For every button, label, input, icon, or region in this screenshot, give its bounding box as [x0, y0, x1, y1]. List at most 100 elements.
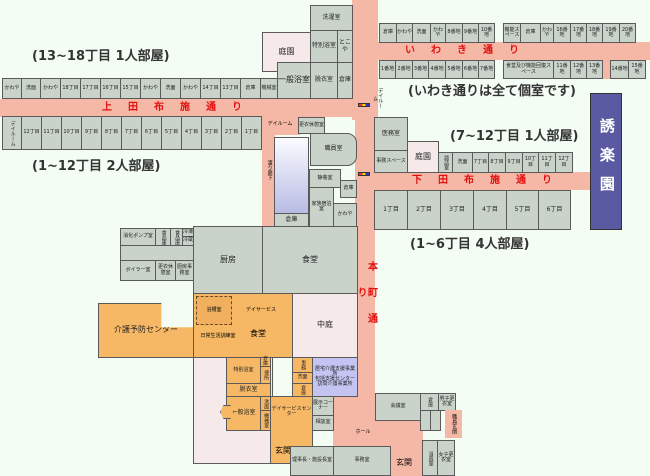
room: 洗面	[21, 78, 41, 99]
building-yurakuen: 誘楽園	[590, 93, 622, 230]
room: 11丁目	[538, 152, 556, 173]
room: 家族宿泊室	[309, 187, 334, 227]
room: 倉庫	[420, 393, 439, 411]
room: 1丁目	[241, 116, 262, 150]
room: 12丁目	[21, 116, 42, 150]
note-1-12: (1~12丁目 2人部屋)	[32, 159, 161, 174]
room: 倉庫	[240, 78, 261, 99]
room: 特別浴室	[226, 357, 261, 384]
room: 14番地	[610, 60, 629, 79]
street-honmachi: 本町通り	[355, 261, 377, 339]
label: 訪問介護事業所	[317, 381, 353, 388]
toilet-sign-icon	[358, 172, 370, 176]
room: 15丁目	[120, 78, 141, 99]
staff-entrance: 職員玄関	[445, 410, 462, 438]
corridor-iwaki	[376, 42, 650, 60]
toilet-icon	[430, 410, 441, 431]
room: 事務スペース	[374, 150, 408, 173]
room: かわや	[333, 203, 357, 227]
care-offices: 居宅介護支援事業所 包括支援センター 訪問介護事業所	[312, 357, 358, 397]
room: 更衣休憩室	[155, 260, 176, 281]
room: 1丁目	[374, 190, 408, 230]
room: かわや	[180, 78, 201, 99]
room: 洗濯室	[310, 5, 353, 31]
room: 7丁目	[472, 152, 489, 173]
corridor-north	[352, 0, 378, 120]
room: 女子更衣室	[437, 440, 455, 476]
room: 職員室	[310, 133, 357, 166]
room: 18丁目	[60, 78, 81, 99]
room: かわや	[140, 78, 161, 99]
room: 2丁目	[221, 116, 242, 150]
corridor-label: 渡り廊下	[266, 160, 273, 180]
room: 5丁目	[506, 190, 539, 230]
room: 厨房事務室	[175, 260, 194, 281]
room: 19番地	[602, 23, 620, 43]
room: 倉庫	[274, 213, 309, 227]
room: 14丁目	[200, 78, 221, 99]
label: 日常生活訓練室	[200, 333, 236, 340]
room: 2丁目	[407, 190, 441, 230]
room: 相談室	[312, 415, 334, 431]
corridor-gap	[603, 60, 611, 79]
room: 8丁目	[488, 152, 506, 173]
room: 6丁目	[538, 190, 571, 230]
room: 17番地	[570, 23, 587, 43]
room: 厨房	[193, 226, 263, 294]
room: 9番地	[462, 23, 479, 43]
room: 12番地	[570, 60, 587, 79]
room: 15番地	[628, 60, 646, 79]
room: 4丁目	[181, 116, 202, 150]
room: 洗面	[412, 23, 431, 43]
room: 食堂及び機能回復スペース	[503, 60, 554, 79]
dayroom-label: デイルーム	[267, 121, 293, 128]
room: かわや	[2, 78, 22, 99]
room: とこや	[337, 30, 353, 63]
street-shimotabuse: 下田布施通り	[412, 174, 568, 186]
label: デイサービス	[245, 307, 276, 314]
room: 男子更衣室	[438, 393, 456, 411]
toilet-sign-icon	[358, 103, 370, 107]
room: 談話室	[438, 152, 453, 173]
room: 9丁目	[505, 152, 523, 173]
corridor-kamitabuse	[0, 99, 372, 117]
street-kamitabuse: 上田布施通り	[102, 101, 258, 113]
room: 倉庫	[337, 62, 353, 99]
room: 倉庫	[520, 23, 541, 43]
room: 3番地	[412, 60, 429, 79]
label: 食堂	[250, 328, 266, 338]
room: 1番地	[379, 60, 396, 79]
room: 一般浴室	[277, 62, 311, 99]
room: 17丁目	[80, 78, 101, 99]
room: 静養室	[309, 169, 341, 188]
room: かわや	[40, 78, 61, 99]
corridor-bridge	[262, 117, 275, 227]
courtyard: 中庭	[292, 293, 358, 358]
kitchen-corridor	[120, 245, 194, 261]
garden: 庭園	[407, 141, 439, 173]
room: 展示コーナー	[312, 396, 334, 416]
room: 3丁目	[440, 190, 474, 230]
room: 脱衣室	[226, 383, 271, 397]
room: 12丁目	[555, 152, 573, 173]
room: 医務室	[374, 117, 408, 151]
room: 6丁目	[141, 116, 162, 150]
room: 9丁目	[81, 116, 102, 150]
room: 16番地	[553, 23, 571, 43]
room: 7丁目	[121, 116, 142, 150]
room: 倉庫	[292, 383, 313, 397]
room: 10丁目	[61, 116, 82, 150]
skylight	[274, 137, 309, 214]
room: 4丁目	[473, 190, 507, 230]
room: 6番地	[462, 60, 479, 79]
room: 脱衣室	[310, 62, 338, 99]
room: 13番地	[586, 60, 603, 79]
room: 事務	[292, 357, 313, 373]
room: 会議室	[375, 393, 421, 421]
room: 食堂	[262, 226, 358, 294]
room: 10丁目	[522, 152, 539, 173]
corridor-honmachi	[355, 110, 375, 476]
note-13-18: (13~18丁目 1人部屋)	[32, 49, 170, 64]
room: デイルーム	[2, 116, 22, 150]
